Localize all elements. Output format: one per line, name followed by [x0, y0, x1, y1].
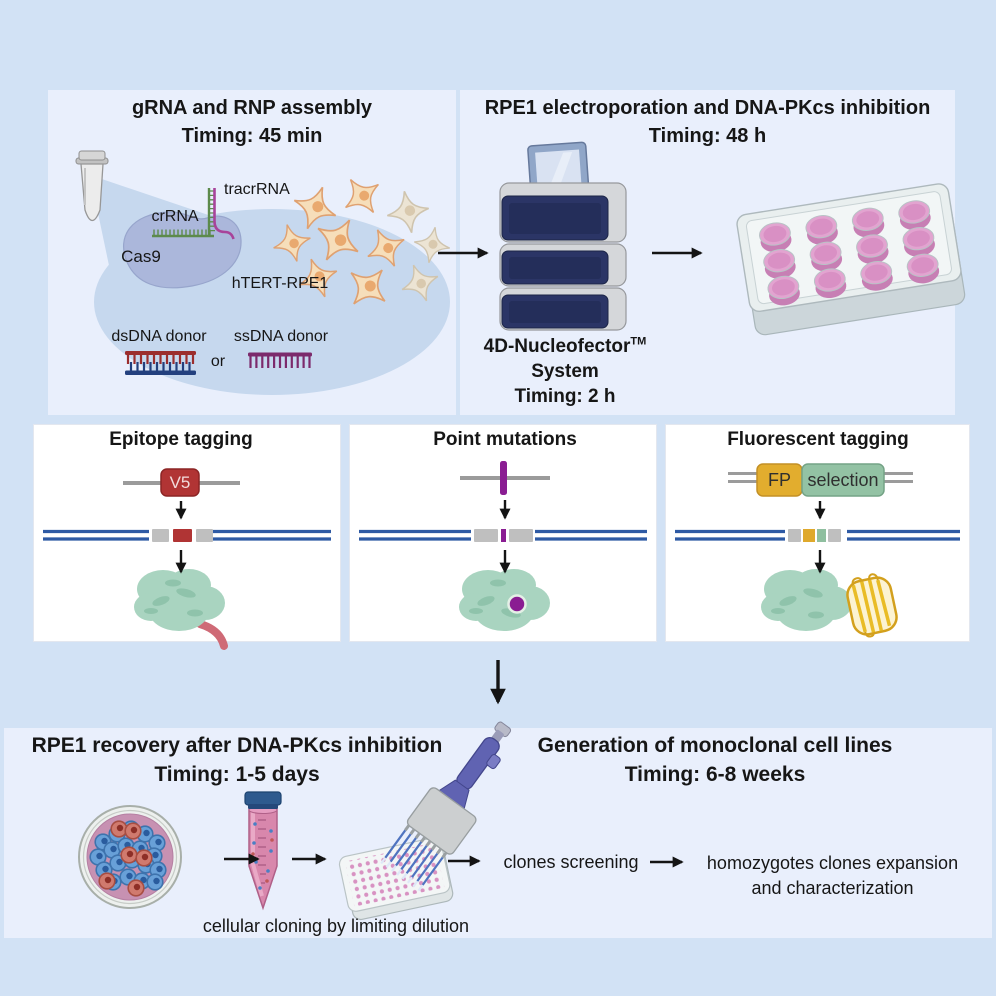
- htert-rpe1-label: hTERT-RPE1: [231, 275, 329, 292]
- ssdna-donor-label: ssDNA donor: [233, 328, 329, 345]
- recovery-title: RPE1 recovery after DNA-PKcs inhibition: [31, 734, 443, 757]
- electroporation-panel-title: RPE1 electroporation and DNA-PKcs inhibi…: [484, 97, 931, 119]
- limiting-dilution-caption: cellular cloning by limiting dilution: [202, 916, 470, 936]
- nucleofector-label-line2: System: [531, 361, 599, 382]
- selection-box-label: selection: [807, 470, 879, 490]
- tracrrna-label: tracrRNA: [224, 181, 290, 198]
- trademark-sup: TM: [630, 335, 647, 348]
- nucleofector-timing: Timing: 2 h: [514, 386, 616, 407]
- card-fluorescent-tagging: [665, 424, 970, 642]
- panel-bottom-recovery: [4, 728, 992, 938]
- card-point-mutations: [349, 424, 657, 642]
- monoclonal-title: Generation of monoclonal cell lines: [537, 734, 893, 757]
- recovery-timing: Timing: 1-5 days: [154, 763, 320, 786]
- cas9-label: Cas9: [121, 247, 161, 266]
- crrna-label: crRNA: [151, 208, 199, 225]
- epitope-card-title: Epitope tagging: [109, 429, 253, 450]
- or-label: or: [210, 353, 226, 370]
- point-card-title: Point mutations: [433, 429, 577, 450]
- nucleofector-label: 4D-NucleofectorTM: [483, 335, 647, 357]
- card-epitope-tagging: [33, 424, 341, 642]
- dsdna-donor-label: dsDNA donor: [111, 328, 207, 345]
- monoclonal-timing: Timing: 6-8 weeks: [624, 763, 806, 786]
- fp-box-label: FP: [767, 470, 791, 490]
- fluorescent-card-title: Fluorescent tagging: [727, 429, 909, 450]
- electroporation-panel-timing: Timing: 48 h: [648, 125, 767, 147]
- grna-panel-title: gRNA and RNP assembly: [131, 97, 373, 119]
- clones-screening-label: clones screening: [503, 852, 639, 872]
- grna-panel-timing: Timing: 45 min: [181, 125, 323, 147]
- v5-tag-label: V5: [169, 473, 191, 492]
